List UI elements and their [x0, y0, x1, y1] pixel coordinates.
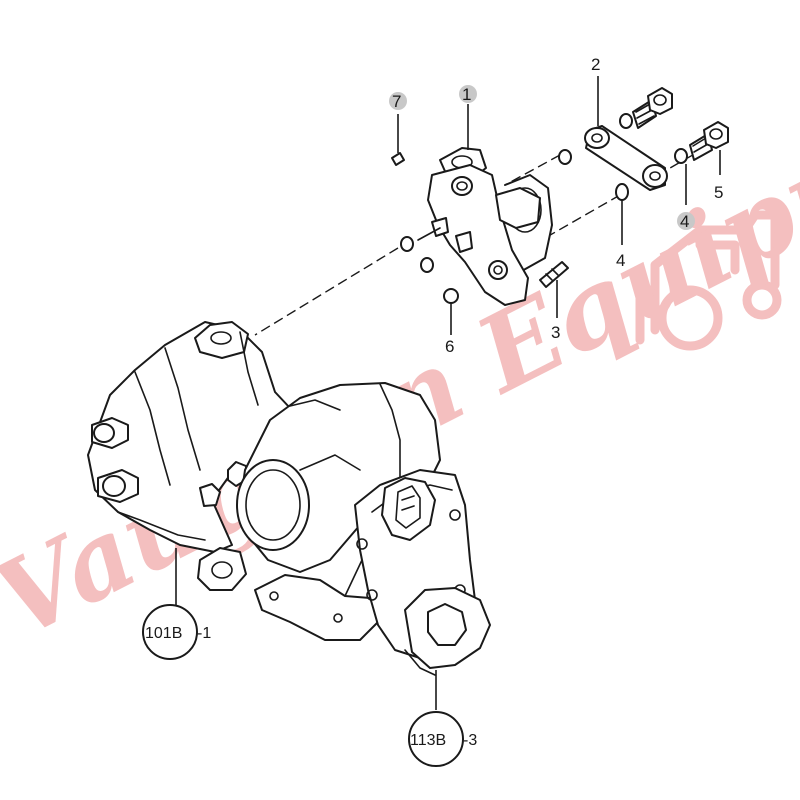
- callout-circle: [142, 604, 198, 660]
- transmission-housing: [87, 321, 491, 676]
- label-shadow: [389, 92, 407, 110]
- washer-rod-left: [558, 149, 572, 165]
- part-label-2: 2: [591, 55, 600, 74]
- part-label-3: 3: [551, 323, 560, 342]
- callout-circle: [408, 711, 464, 767]
- pin-part-3: [539, 261, 569, 288]
- o-ring-part-6: [443, 288, 459, 304]
- part-label-6: 6: [445, 337, 454, 356]
- reference-callout-113b[interactable]: 113B -3: [408, 711, 477, 767]
- o-ring-lower: [420, 257, 434, 273]
- part-labels: 1 2 7 4 4 5 3 6: [389, 55, 723, 356]
- label-shadow: [677, 212, 695, 230]
- valve-body-part-1: [417, 147, 553, 306]
- part-label-4-right: 4: [680, 212, 689, 231]
- tractor-watermark-icon: [635, 210, 782, 351]
- callout-ref-113b: 113B: [410, 732, 446, 749]
- callout-ref-101b: 101B: [145, 625, 182, 642]
- washer-upper: [619, 113, 633, 129]
- part-label-7: 7: [392, 92, 401, 111]
- reference-callout-101b[interactable]: 101B -1: [142, 604, 211, 660]
- callout-suffix-101b: -1: [197, 625, 211, 642]
- washer-right: [674, 148, 688, 164]
- o-ring-shaft: [400, 236, 414, 252]
- part-label-1: 1: [462, 85, 471, 104]
- link-rod-part-2: [584, 125, 668, 191]
- part-label-5: 5: [714, 183, 723, 202]
- bolts: [632, 87, 729, 161]
- callout-suffix-113b: -3: [463, 732, 477, 749]
- leader-lines: [175, 76, 721, 710]
- washer-rod-lower: [615, 183, 629, 201]
- plug-part-7: [391, 152, 405, 166]
- label-shadow: [459, 85, 477, 103]
- part-label-4-center: 4: [616, 251, 625, 270]
- washers: [391, 113, 688, 304]
